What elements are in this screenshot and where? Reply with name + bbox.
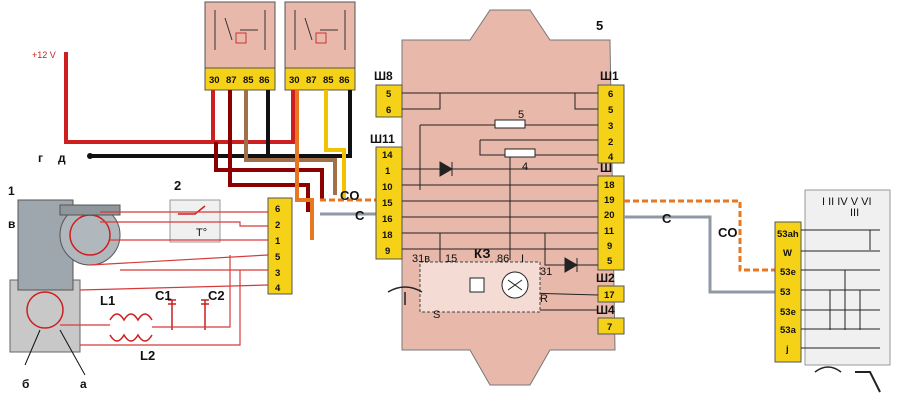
switch-positions: I II IV V VI	[822, 196, 872, 208]
internal-resistor-1: 5	[518, 109, 524, 121]
wire-label-c-right: C	[662, 211, 672, 226]
switch-pin-4: 53	[780, 287, 791, 298]
relay-right-pin-1: 30	[289, 75, 300, 86]
motor-connector-pin-6: 4	[275, 283, 281, 294]
sh-pin-4: 11	[604, 226, 615, 237]
relay-left-pin-4: 86	[259, 75, 270, 86]
switch-pin-2: W	[783, 248, 792, 259]
filter-circuit: L1 L2 C1 C2	[100, 288, 225, 363]
relay-left-pin-2: 87	[226, 75, 237, 86]
relay-right-pin-2: 87	[306, 75, 317, 86]
wiper-motor: 1 г д в б а	[8, 151, 121, 391]
motor-label-a: а	[80, 377, 87, 391]
control-unit: 5 Ш8 5 6 Ш11 14 1 10 15 16 18 9 Ш1 6 5 3…	[370, 9, 625, 386]
thermal-switch-symbol: T°	[196, 227, 207, 239]
sh4-pin-1: 7	[607, 322, 612, 333]
thermal-switch: 2 T°	[169, 178, 221, 243]
capacitor-c1-label: C1	[155, 288, 172, 303]
sh1-pin-5: 4	[608, 152, 614, 163]
sh8-pin-1: 5	[386, 89, 392, 100]
motor-label-g: г	[38, 151, 43, 165]
switch-pin-5: 53e	[780, 307, 796, 318]
connector-sh2-label: Ш2	[596, 271, 615, 285]
washer-pedal-icon	[855, 371, 881, 393]
kz-pin-31: 31	[540, 266, 552, 278]
capacitor-c2-label: C2	[208, 288, 225, 303]
sh8-pin-2: 6	[386, 105, 391, 116]
kz-pin-86: 86	[497, 253, 509, 265]
sh-pin-5: 9	[607, 241, 612, 252]
sh11-pin-4: 15	[382, 198, 393, 209]
wire-label-co-right: CO	[718, 225, 738, 240]
switch-wires: C CO	[624, 199, 775, 294]
motor-connector: 6 2 1 5 3 4	[267, 197, 293, 295]
relay-left-pin-3: 85	[243, 75, 254, 86]
wire-label-co-left: CO	[340, 188, 360, 203]
inductor-l2-label: L2	[140, 348, 155, 363]
motor-connector-pin-3: 1	[275, 236, 281, 247]
thermal-switch-ref: 2	[174, 178, 181, 193]
relay-right-pin-3: 85	[323, 75, 334, 86]
motor-label-v: в	[8, 217, 15, 231]
windshield-wiper-icon	[814, 366, 842, 373]
sh1-pin-2: 5	[608, 105, 614, 116]
switch-pin-6: 53a	[780, 325, 797, 336]
kz-relay-label: КЗ	[474, 246, 491, 261]
sh2-pin-1: 17	[604, 290, 615, 301]
sh1-pin-3: 3	[608, 121, 613, 132]
internal-resistor-2: 4	[522, 161, 528, 173]
switch-pin-1: 53ah	[777, 229, 799, 240]
motor-label-d: д	[58, 151, 66, 165]
wire-label-c-left: C	[355, 208, 365, 223]
sh1-pin-1: 6	[608, 89, 613, 100]
relay-left-pin-1: 30	[209, 75, 220, 86]
switch-pin-3: 53e	[780, 267, 796, 278]
sh-pin-6: 5	[607, 256, 613, 267]
motor-connector-pin-1: 6	[275, 204, 280, 215]
sh11-pin-5: 16	[382, 214, 393, 225]
connector-sh8-label: Ш8	[374, 69, 393, 83]
wiper-switch: 53ah W 53e 53 53e 53a j I II IV V VI III	[774, 189, 891, 393]
sh-pin-3: 20	[604, 210, 615, 221]
sh-pin-1: 18	[604, 180, 615, 191]
sh11-pin-3: 10	[382, 182, 393, 193]
relay-right-pin-4: 86	[339, 75, 350, 86]
kz-pin-r: R	[540, 293, 548, 305]
connector-sh11-label: Ш11	[370, 132, 395, 146]
kz-pin-s: S	[433, 309, 440, 321]
inductor-l1-label: L1	[100, 293, 115, 308]
supply-label: +12 V	[32, 50, 56, 60]
control-unit-ref: 5	[596, 18, 603, 33]
relay-left: 30 87 85 86	[204, 1, 276, 91]
relay-wires: +12 V CO C	[32, 50, 378, 240]
relay-right: 30 87 85 86	[284, 1, 356, 91]
motor-connector-pin-4: 5	[275, 252, 281, 263]
motor-connector-pin-5: 3	[275, 268, 280, 279]
connector-sh4-label: Ш4	[596, 303, 615, 317]
kz-pin-i: I	[521, 253, 524, 265]
switch-position-iii: III	[850, 207, 859, 219]
connector-sh-label: Ш	[600, 161, 612, 175]
kz-pin-31v: 31в	[412, 253, 430, 265]
switch-pin-7: j	[785, 344, 789, 355]
sh-pin-2: 19	[604, 195, 615, 206]
kz-pin-15: 15	[445, 253, 457, 265]
sh11-pin-6: 18	[382, 230, 393, 241]
motor-connector-pin-2: 2	[275, 220, 280, 231]
sh11-pin-7: 9	[385, 246, 390, 257]
connector-sh1-label: Ш1	[600, 69, 619, 83]
motor-label-1: 1	[8, 184, 15, 198]
sh11-pin-1: 14	[382, 150, 393, 161]
motor-label-b: б	[22, 377, 29, 391]
sh11-pin-2: 1	[385, 166, 391, 177]
sh1-pin-4: 2	[608, 137, 613, 148]
motor-wiring	[60, 211, 269, 346]
